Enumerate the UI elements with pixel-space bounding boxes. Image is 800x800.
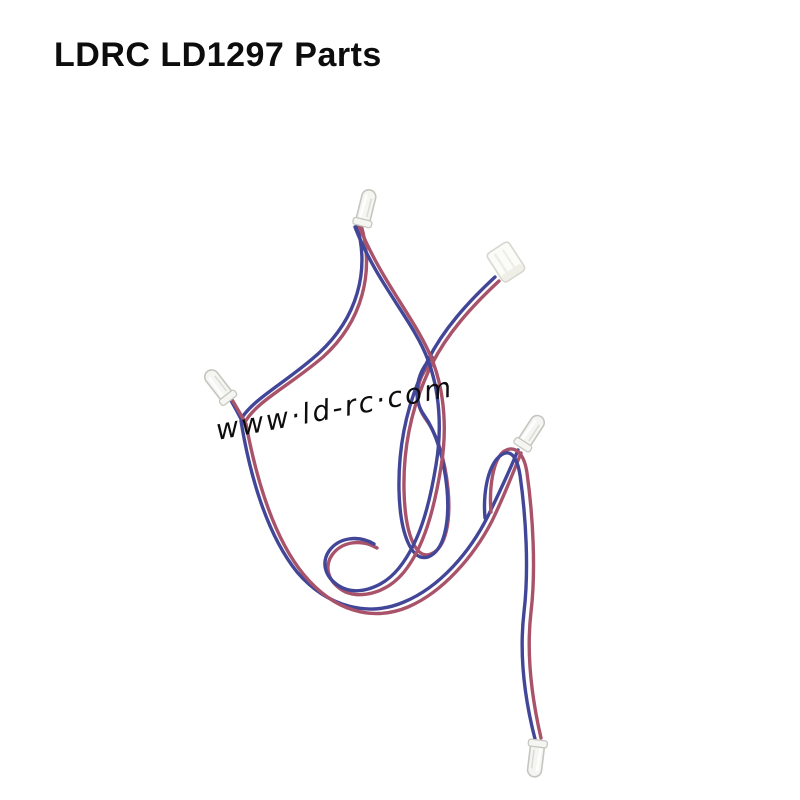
led-bulb-top bbox=[350, 186, 381, 230]
led-bulb-bottom bbox=[523, 737, 549, 780]
led-bulb-right bbox=[511, 410, 551, 455]
wire-pair-top-led bbox=[323, 224, 446, 597]
red-wire bbox=[244, 422, 523, 616]
blue-wire bbox=[239, 419, 520, 611]
red-wire bbox=[229, 223, 369, 424]
blue-wire bbox=[482, 451, 537, 741]
blue-wire bbox=[323, 225, 441, 593]
wire-pair-bottom-led bbox=[482, 447, 543, 741]
plug-connector bbox=[484, 239, 528, 285]
page-title: LDRC LD1297 Parts bbox=[54, 36, 382, 74]
red-wire bbox=[326, 224, 446, 597]
wire-pair-top-to-left-led bbox=[227, 223, 369, 424]
